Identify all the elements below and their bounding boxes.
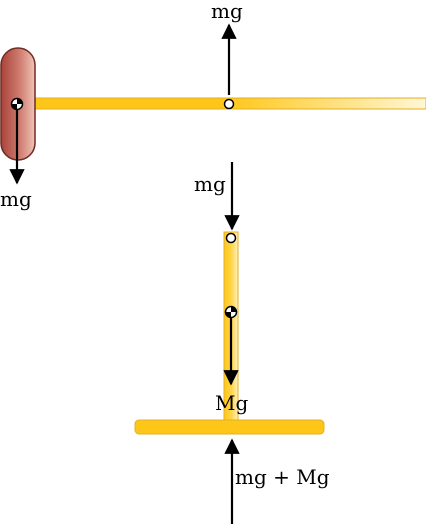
center-of-mass-icon xyxy=(10,97,24,111)
rod-center-of-mass-icon xyxy=(224,305,238,319)
left-arrow-label: mg xyxy=(0,187,32,211)
top-arrow-label: mg xyxy=(211,0,243,23)
bottom-arrow-label: mg + Mg xyxy=(235,465,330,489)
pivot-point-icon xyxy=(223,98,235,110)
base-plate xyxy=(134,419,325,435)
middle-arrow-label: mg xyxy=(194,172,226,196)
top-pivot-icon xyxy=(225,232,237,244)
inner-arrow-label: Mg xyxy=(215,391,248,415)
